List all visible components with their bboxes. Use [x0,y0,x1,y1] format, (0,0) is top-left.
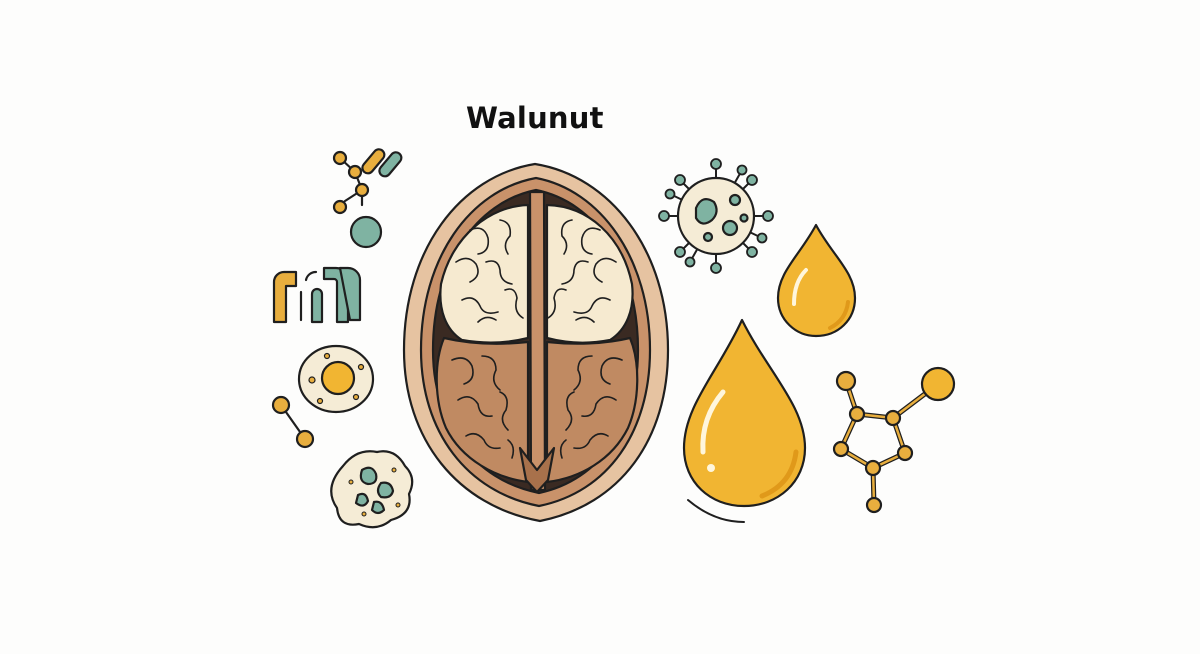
oil-droplet-icon [776,223,857,338]
molecule-icon [332,150,370,215]
cell-icon [297,344,375,414]
dumbbell-molecule-icon [271,395,315,449]
receptor-icon [272,266,362,324]
pentagon-molecule-icon [832,366,956,514]
walnut-brain-icon [402,162,670,523]
title: Walunut [466,101,604,135]
teal-dot-icon [349,215,383,249]
amoeba-icon [330,450,414,529]
big-oil-droplet-icon [682,318,807,523]
virus-icon [658,158,774,274]
capsule-icon [361,148,403,178]
